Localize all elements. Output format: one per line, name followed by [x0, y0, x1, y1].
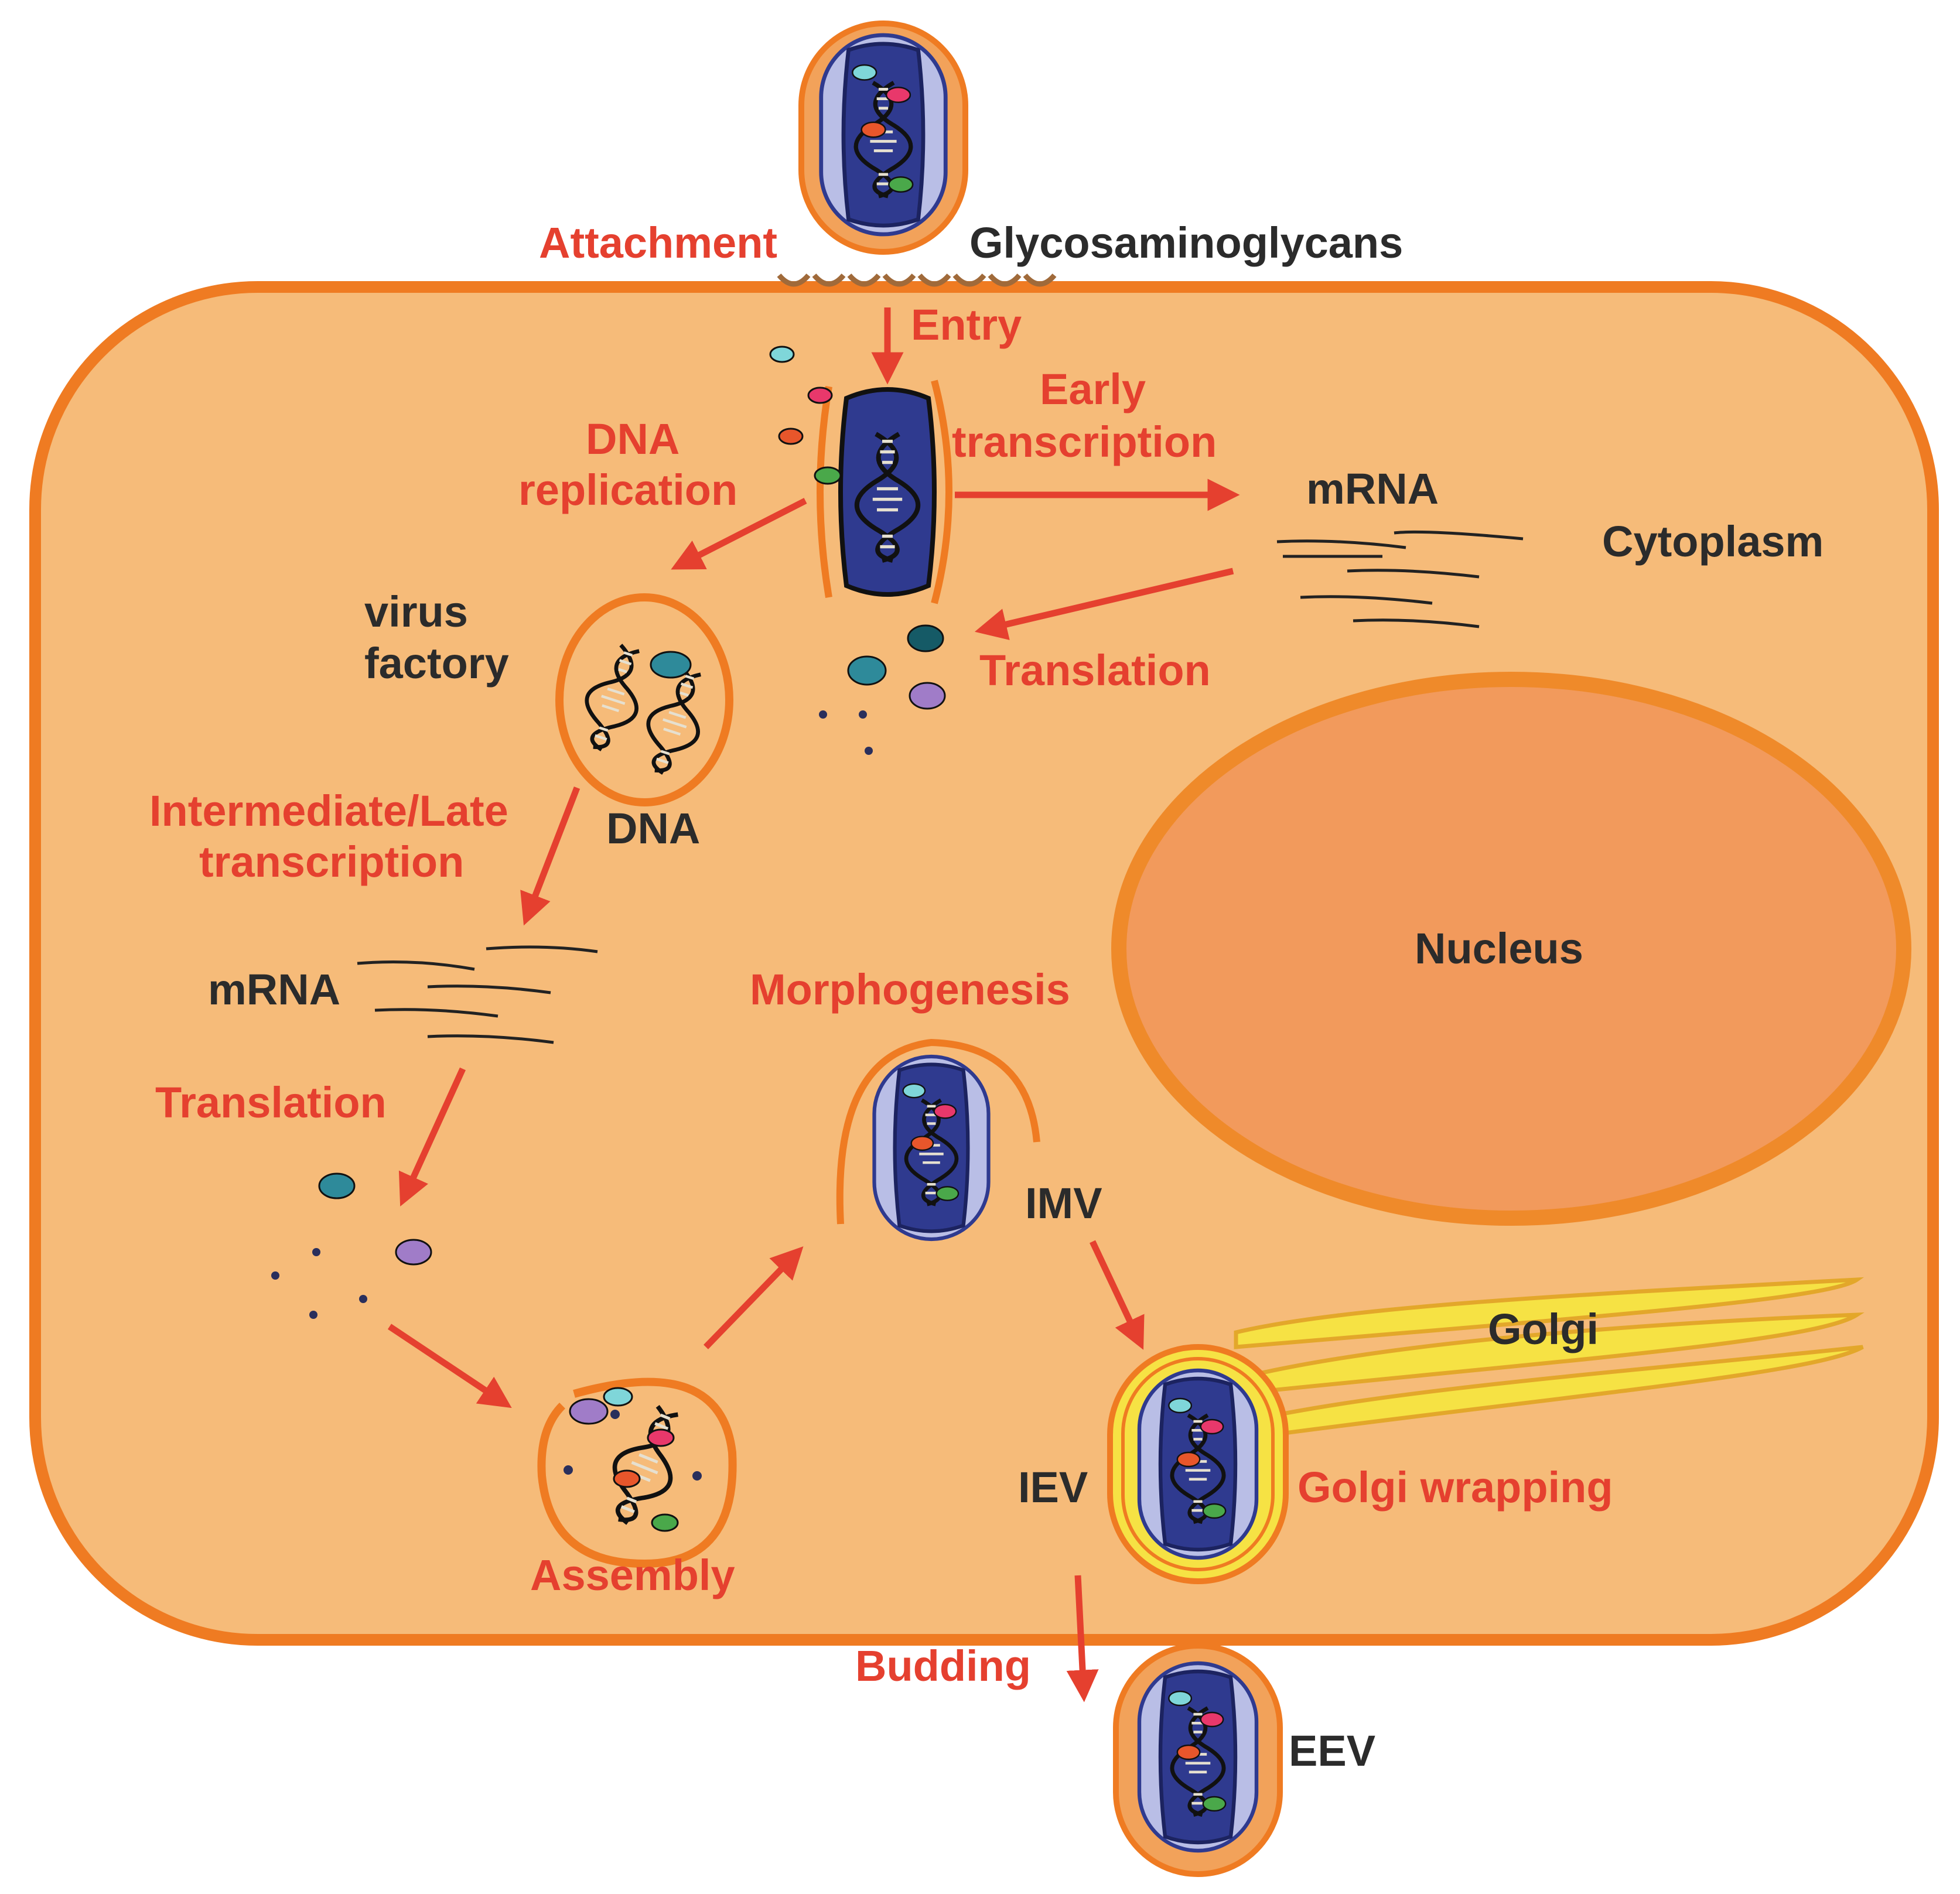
label-translation-late: Translation [155, 1078, 387, 1127]
label-virus-factory-1: virus [364, 587, 468, 636]
label-mrna-early: mRNA [1306, 464, 1439, 513]
label-assembly: Assembly [530, 1551, 735, 1599]
arrows [387, 307, 1240, 1702]
attaching-virion [798, 20, 968, 255]
label-dna-replication-1: DNA [586, 415, 679, 463]
early-proteins [819, 624, 946, 755]
label-early-transcription: transcription [952, 418, 1217, 466]
mrna-strands-early [1276, 530, 1524, 628]
glycosaminoglycans-receptors [777, 273, 1057, 287]
imv-virion [836, 1038, 1040, 1239]
label-entry: Entry [911, 300, 1022, 349]
label-imv: IMV [1025, 1179, 1102, 1228]
label-cytoplasm: Cytoplasm [1602, 517, 1824, 566]
released-proteins [769, 346, 842, 485]
label-dna: DNA [606, 804, 700, 853]
label-golgi-wrapping: Golgi wrapping [1297, 1463, 1613, 1512]
mrna-strands-late [357, 945, 598, 1044]
label-golgi: Golgi [1488, 1305, 1599, 1353]
label-morphogenesis: Morphogenesis [750, 965, 1070, 1014]
arrow-budding [1066, 1575, 1099, 1702]
iev-virion [1107, 1344, 1289, 1584]
label-glycosaminoglycans: Glycosaminoglycans [969, 218, 1403, 267]
arrow-translation-early [974, 567, 1234, 640]
label-eev: EEV [1289, 1727, 1375, 1775]
label-attachment: Attachment [539, 218, 777, 267]
label-virus-factory-2: factory [364, 639, 509, 688]
label-dna-replication-2: replication [518, 466, 737, 514]
eev-virion [1113, 1643, 1283, 1877]
arrow-intermediate-late [520, 787, 581, 926]
assembly-crescent [537, 1377, 737, 1568]
label-intermediate-late-1: Intermediate/Late [149, 787, 508, 835]
label-iev: IEV [1018, 1463, 1088, 1512]
arrow-assembly-to-morphogenesis [704, 1246, 804, 1349]
virus-factory [555, 593, 733, 806]
label-budding: Budding [855, 1642, 1031, 1690]
label-intermediate-late-2: transcription [199, 837, 464, 886]
entering-virion-core [817, 380, 952, 604]
arrow-imv-to-iev [1090, 1240, 1145, 1350]
nucleus [1111, 672, 1911, 1226]
arrow-to-assembly [387, 1324, 512, 1408]
late-proteins [271, 1172, 432, 1319]
arrow-dna-replication [671, 498, 807, 570]
label-early: Early [1040, 365, 1146, 413]
label-mrna-late: mRNA [208, 965, 340, 1014]
label-nucleus: Nucleus [1415, 924, 1583, 973]
golgi-apparatus [1234, 1277, 1865, 1437]
label-translation-early: Translation [979, 646, 1211, 695]
arrow-translation-late [398, 1067, 466, 1207]
